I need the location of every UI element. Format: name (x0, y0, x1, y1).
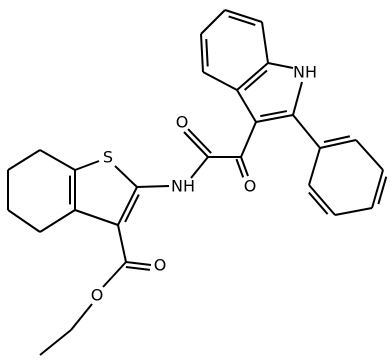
phenyl-bond (308, 184, 336, 216)
ester-carbonyl-bond-double (125, 266, 151, 271)
phenyl-link-bond (292, 114, 321, 149)
bond-network (7, 9, 388, 356)
indole-benzene-bond (261, 21, 269, 64)
cyclohexene-bond (7, 149, 41, 171)
indole-nh-label: NH (293, 63, 317, 82)
phenyl-bond (334, 207, 373, 216)
indole-bond-double (243, 69, 268, 91)
atom-labels: S NH NH O O O O (91, 63, 317, 305)
thiophene-bond-double (124, 194, 140, 223)
thiophene-bond (114, 165, 138, 188)
ethyl-bond (39, 329, 72, 356)
indole-bond-double (260, 110, 288, 118)
phenyl-bond (308, 147, 321, 186)
ketone-indole-bond (240, 121, 257, 158)
ketone-oxygen-label: O (244, 177, 257, 196)
ethyl-bond (70, 303, 93, 331)
thiophene-bond (74, 209, 119, 226)
amide-n-bond (136, 185, 170, 188)
indole-benzene-bond-double (205, 39, 209, 67)
indole-bond (236, 62, 269, 91)
cyclohexene-bond (39, 149, 76, 171)
indole-bond (267, 62, 294, 69)
amide-carbonyl-bond (183, 131, 209, 158)
amide-n-bond (190, 156, 209, 179)
amide-oxygen-label: O (176, 113, 189, 132)
phenyl-bond (355, 139, 384, 171)
sulfur-atom-label: S (103, 148, 113, 167)
cyclohexene-bond (7, 209, 41, 233)
phenyl-bond-double (377, 176, 388, 205)
thiophene-bond (117, 186, 138, 226)
ester-carbonyl-oxygen-label: O (154, 256, 167, 275)
ketone-carbonyl-bond-double (235, 158, 245, 178)
indole-bond (255, 114, 294, 123)
indole-benzene-bond-double (228, 15, 256, 27)
phenyl-bond (371, 169, 384, 209)
phenyl-bond-double (308, 191, 329, 215)
ester-ether-bond (102, 261, 127, 288)
indole-benzene-bond (200, 33, 204, 73)
thiophene-bond (74, 160, 100, 171)
ketone-carbonyl-bond (240, 156, 249, 177)
ester-ether-oxygen-label: O (91, 286, 104, 305)
phenyl-bond (319, 139, 357, 149)
amide-carbonyl-bond-double (187, 128, 212, 154)
indole-benzene-bond (224, 9, 263, 23)
ester-bond (117, 224, 127, 263)
indole-benzene-bond (200, 9, 226, 35)
phenyl-bond-double (323, 135, 351, 143)
amide-nh-label: NH (171, 177, 195, 196)
indole-bond (292, 81, 303, 116)
indole-bond (236, 89, 257, 123)
indole-benzene-bond (202, 71, 238, 91)
ester-carbonyl-bond (125, 261, 152, 266)
cyclohexene-bond (39, 209, 76, 233)
